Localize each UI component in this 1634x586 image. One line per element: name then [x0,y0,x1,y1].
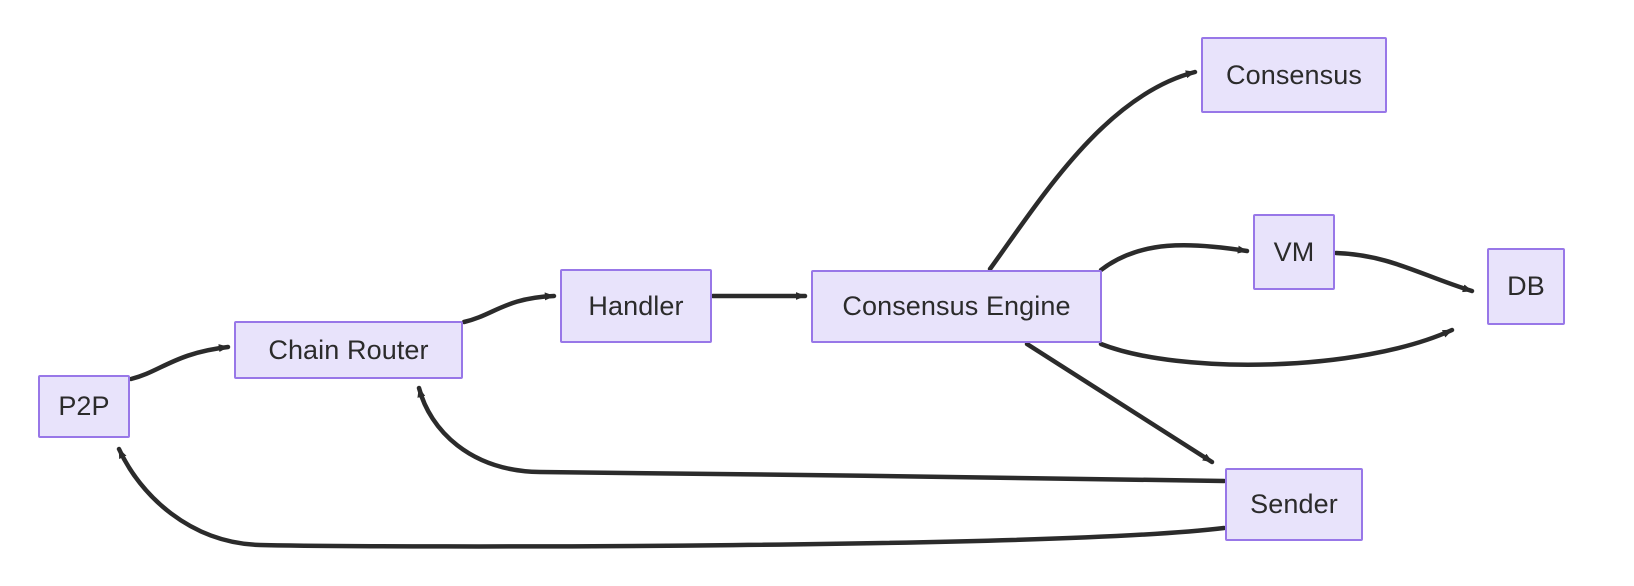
edge-consensus-engine-to-sender [1024,341,1215,465]
edge-consensus-engine-to-db [1098,327,1455,367]
node-chain-router[interactable]: Chain Router [234,321,463,379]
node-consensus-engine-label: Consensus Engine [842,291,1071,321]
edge-p2p-to-chain-router [128,344,231,382]
node-db-label: DB [1507,271,1545,301]
node-vm-label: VM [1273,236,1315,267]
edge-sender-to-chain-router [416,385,1227,484]
node-chain-router-label: Chain Router [268,334,429,365]
node-consensus[interactable]: Consensus [1201,37,1387,113]
edge-consensus-engine-to-vm [1098,242,1250,273]
edge-consensus-engine-to-consensus [987,69,1198,272]
node-sender[interactable]: Sender [1225,468,1363,541]
node-handler-label: Handler [588,290,684,321]
edge-vm-to-db [1333,250,1475,294]
node-vm[interactable]: VM [1253,214,1335,290]
node-p2p[interactable]: P2P [38,375,130,438]
node-sender-label: Sender [1250,489,1338,519]
edge-chain-router-to-handler [461,292,557,325]
node-db[interactable]: DB [1487,248,1565,325]
edge-sender-to-p2p [116,446,1227,549]
node-handler[interactable]: Handler [560,269,712,343]
node-consensus-engine[interactable]: Consensus Engine [811,270,1102,343]
node-p2p-label: P2P [58,391,110,421]
node-consensus-label: Consensus [1226,59,1362,90]
